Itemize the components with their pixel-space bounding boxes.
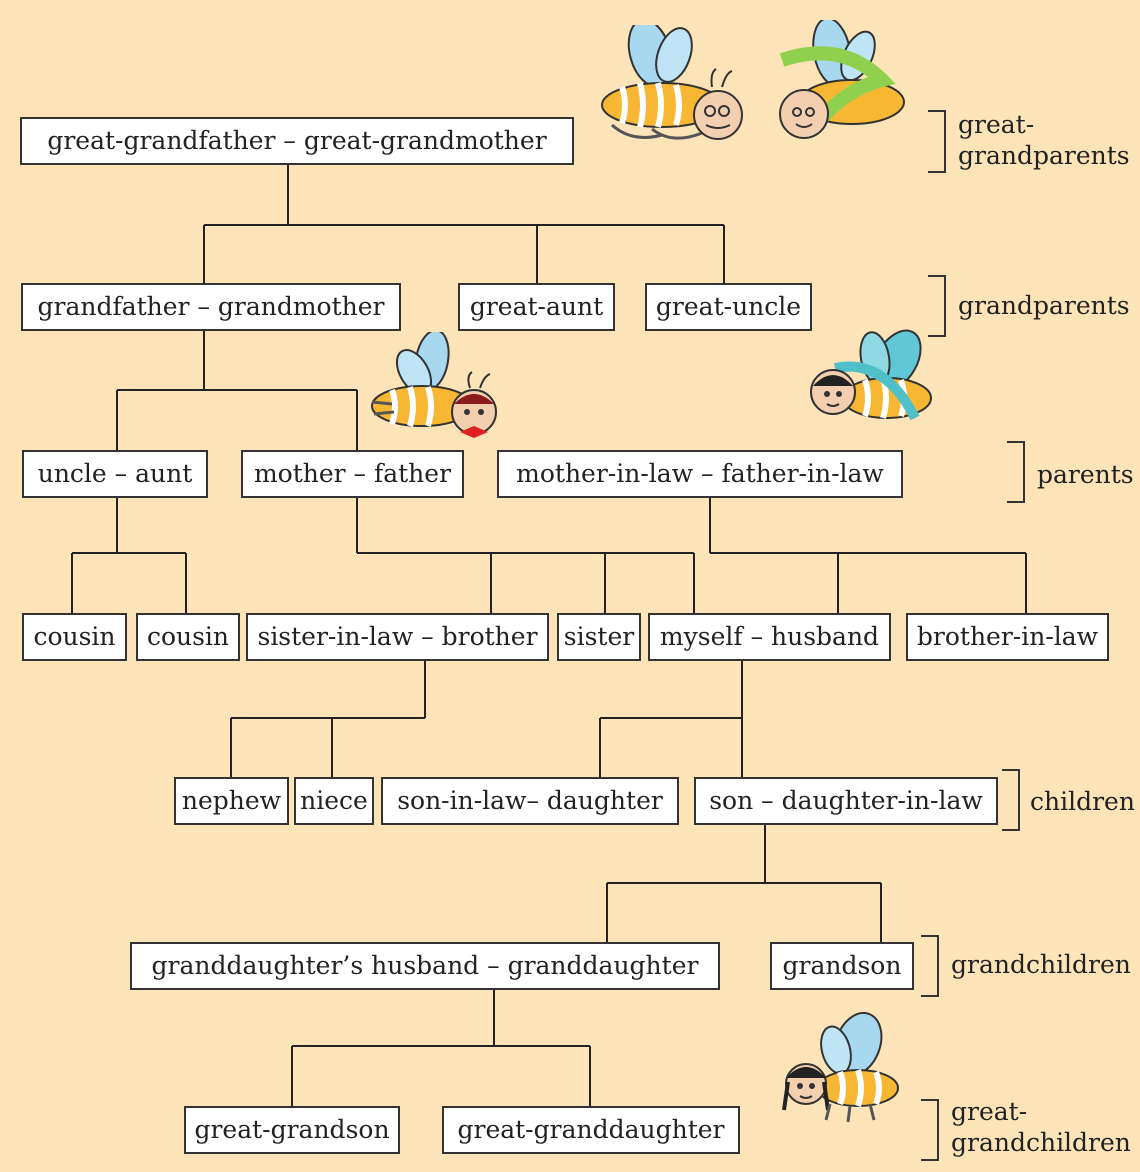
generation-label-grandparents: grandparents <box>958 291 1130 320</box>
generation-bracket <box>1002 769 1020 831</box>
generation-label-great-grandchildren: great- grandchildren <box>951 1097 1131 1157</box>
great-uncle-node: great-uncle <box>645 283 812 331</box>
in-laws-node: mother-in-law – father-in-law <box>497 450 903 498</box>
uncle-aunt-node: uncle – aunt <box>22 450 208 498</box>
cousin-node: cousin <box>136 613 240 661</box>
great-grandparents-node: great-grandfather – great-grandmother <box>20 117 574 165</box>
great-aunt-node: great-aunt <box>458 283 615 331</box>
generation-label-children: children <box>1030 787 1135 816</box>
generation-bracket <box>928 275 946 337</box>
son-in-law-daughter-node: son-in-law– daughter <box>381 777 679 825</box>
mother-father-node: mother – father <box>241 450 464 498</box>
bee-girl-icon <box>805 328 940 440</box>
grandparents-node: grandfather – grandmother <box>21 283 401 331</box>
generation-label-parents: parents <box>1037 460 1134 489</box>
cousin-node: cousin <box>22 613 127 661</box>
sister-in-law-brother-node: sister-in-law – brother <box>246 613 549 661</box>
bee-grandmother-icon <box>772 20 922 150</box>
myself-husband-node: myself – husband <box>648 613 891 661</box>
bee-child-icon <box>780 1012 910 1124</box>
generation-bracket <box>921 1099 939 1161</box>
great-grandson-node: great-grandson <box>184 1106 400 1154</box>
generation-label-grandchildren: grandchildren <box>951 950 1131 979</box>
generation-bracket <box>928 110 946 173</box>
generation-bracket <box>921 935 939 997</box>
great-granddaughter-node: great-granddaughter <box>442 1106 740 1154</box>
brother-in-law-node: brother-in-law <box>906 613 1109 661</box>
bee-grandfather-icon <box>592 25 752 150</box>
generation-label-great-grandparents: great- grandparents <box>958 110 1130 170</box>
generation-bracket <box>1007 441 1025 503</box>
nephew-node: nephew <box>174 777 289 825</box>
grandson-node: grandson <box>770 942 914 990</box>
granddaughter-couple-node: granddaughter’s husband – granddaughter <box>130 942 720 990</box>
bee-boy-icon <box>362 332 502 450</box>
sister-node: sister <box>557 613 641 661</box>
son-daughter-in-law-node: son – daughter-in-law <box>694 777 998 825</box>
niece-node: niece <box>294 777 374 825</box>
